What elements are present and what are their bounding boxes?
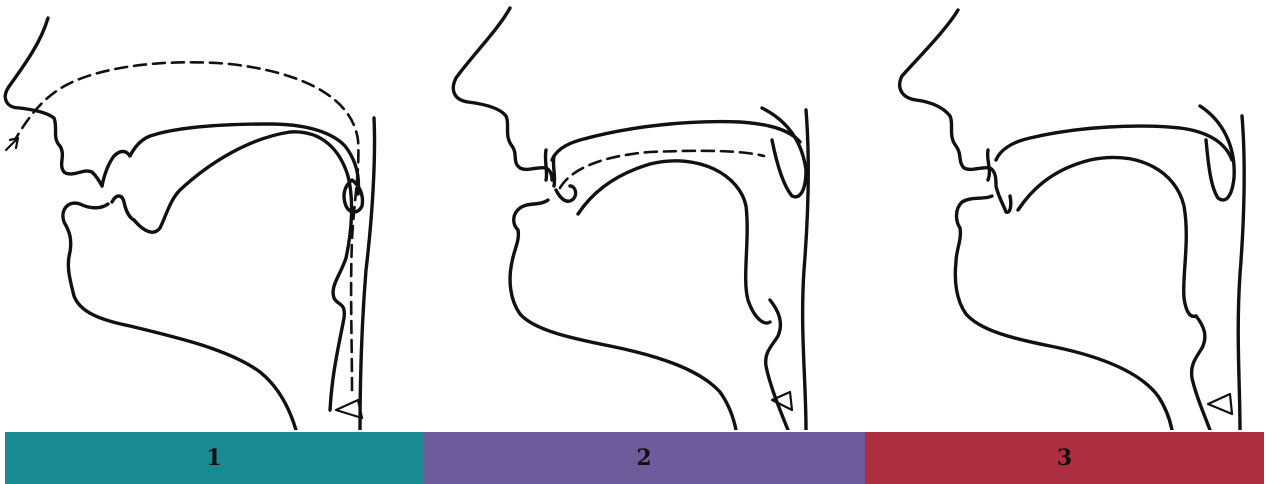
panel-2-label: 2 [636, 445, 651, 471]
panel-1-pharynx-wall [360, 118, 375, 430]
panel-2-label-bar: 2 [423, 432, 865, 484]
panel-3-lips [988, 150, 1011, 212]
panel-3-label-bar: 3 [865, 432, 1264, 484]
panel-3-vocal-tract [900, 10, 1244, 430]
panel-3-larynx [1208, 394, 1232, 414]
vocal-tract-diagrams [0, 0, 1268, 430]
panel-1-larynx [336, 400, 362, 418]
panel-3-tongue [1018, 158, 1196, 317]
panel-3-face-profile [900, 10, 996, 184]
panel-2-vocal-tract [453, 8, 808, 430]
panel-1-lower-teeth [112, 196, 134, 220]
panel-1-label-bar: 1 [5, 432, 423, 484]
panel-3-lower-lip-chin [955, 196, 1172, 430]
panel-1-pharynx-front [330, 258, 346, 410]
panel-2-tongue [578, 161, 770, 323]
panel-1-upper-teeth-palate [102, 124, 358, 194]
panel-2-face-profile [453, 8, 552, 180]
panel-2-velum [762, 108, 806, 197]
panel-1-lower-lip-chin [63, 203, 296, 430]
panel-2-upper-palate [552, 122, 800, 160]
panel-3-label: 3 [1057, 445, 1072, 471]
panel-1-tongue [134, 132, 352, 258]
panel-1-label: 1 [206, 445, 221, 471]
panel-3-upper-palate [996, 126, 1232, 160]
panel-1-face-profile [5, 18, 102, 186]
diagram-canvas [0, 0, 1268, 430]
panel-1-nasal-arrow [6, 138, 18, 150]
panel-3-pharynx-wall [1238, 116, 1244, 430]
panel-1-vocal-tract [5, 18, 374, 430]
panel-2-lower-lip-chin [510, 200, 736, 430]
panel-3-pharynx-front [1192, 316, 1210, 430]
panel-2-pharynx-front [766, 300, 788, 430]
